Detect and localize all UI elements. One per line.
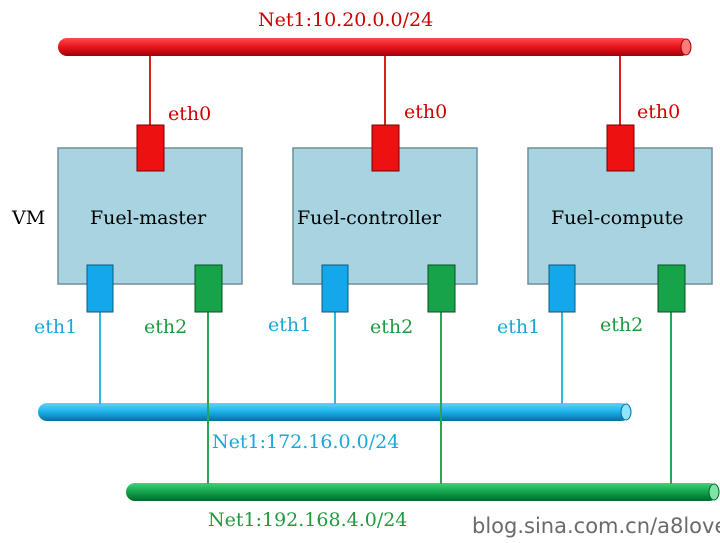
eth1-label: eth1 [268, 314, 311, 336]
eth0-label: eth0 [168, 103, 211, 125]
eth2-label: eth2 [144, 316, 187, 338]
node-name: Fuel-compute [551, 207, 684, 229]
eth0-port [371, 124, 400, 172]
red-network-label: Net1:10.20.0.0/24 [258, 9, 433, 31]
eth2-label: eth2 [600, 314, 643, 336]
eth2-port [194, 264, 223, 313]
eth2-port [657, 264, 686, 313]
eth0-port [606, 124, 635, 172]
blue-network-label: Net1:172.16.0.0/24 [212, 431, 399, 453]
green-network-bus [126, 483, 720, 501]
eth1-label: eth1 [497, 316, 540, 338]
eth1-port [548, 264, 576, 313]
node-name: Fuel-master [90, 207, 207, 229]
vm-label: VM [11, 207, 45, 229]
node-fuel-master: Fuel-master eth0 eth1 eth2 [34, 56, 243, 484]
eth0-port [136, 124, 165, 172]
watermark-text: blog.sina.com.cn/a8love [472, 514, 720, 538]
node-fuel-controller: Fuel-controller eth0 eth1 eth2 [268, 56, 478, 484]
eth1-port [86, 264, 114, 313]
eth0-label: eth0 [637, 101, 680, 123]
node-name: Fuel-controller [297, 207, 442, 229]
eth1-label: eth1 [34, 316, 77, 338]
green-network-label: Net1:192.168.4.0/24 [208, 509, 407, 531]
eth1-port [321, 264, 349, 313]
eth0-label: eth0 [404, 101, 447, 123]
eth2-label: eth2 [370, 316, 413, 338]
node-fuel-compute: Fuel-compute eth0 eth1 eth2 [497, 56, 713, 484]
blue-network-bus [38, 403, 632, 421]
red-network-bus [58, 38, 692, 56]
eth2-port [427, 264, 456, 313]
